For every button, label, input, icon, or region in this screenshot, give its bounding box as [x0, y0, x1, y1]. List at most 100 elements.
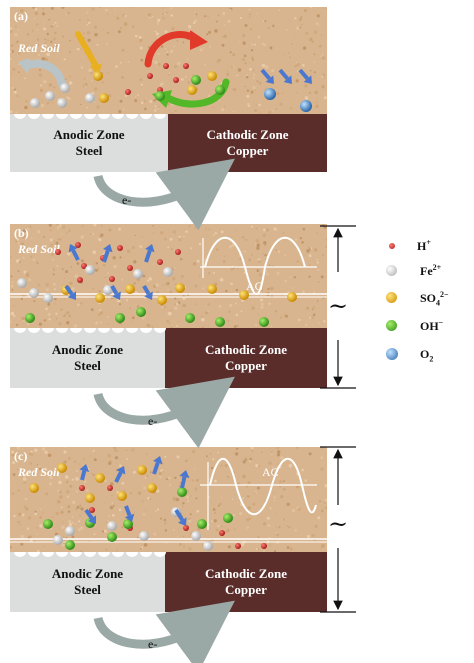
soil-grain [98, 235, 102, 239]
soil-grain [100, 224, 103, 227]
soil-grain [236, 74, 239, 77]
corrosion-pit [56, 552, 68, 557]
ac-label-b: AC [246, 279, 263, 293]
soil-grain [250, 447, 254, 450]
soil-grain [268, 27, 270, 29]
soil-grain [170, 7, 173, 10]
legend-o2-icon [386, 348, 398, 360]
soil-grain [243, 54, 247, 58]
soil-grain [213, 479, 217, 483]
soil-grain [201, 326, 205, 328]
soil-grain [230, 268, 233, 271]
soil-grain [39, 69, 41, 72]
soil-grain [162, 284, 164, 286]
soil-grain [207, 94, 211, 98]
soil-grain [51, 101, 54, 104]
soil-grain [103, 529, 107, 533]
soil-grain [39, 516, 42, 519]
corrosion-pit [98, 552, 110, 557]
soil-grain [37, 550, 40, 552]
ac-wave-c: AC [200, 457, 317, 530]
hydrogen-ion [125, 89, 131, 95]
soil-grain [121, 278, 124, 281]
soil-grain [36, 261, 39, 265]
soil-grain [302, 46, 307, 50]
soil-grain [22, 320, 25, 322]
soil-grain [73, 460, 77, 463]
soil-grain [305, 323, 308, 326]
soil-grain [315, 104, 319, 108]
soil-grain [88, 21, 91, 25]
soil-grain [138, 35, 142, 39]
soil-grain [313, 71, 316, 74]
soil-grain [242, 33, 246, 38]
soil-grain [235, 302, 237, 305]
corrosion-pit [42, 114, 54, 119]
soil-grain [242, 460, 246, 464]
soil-grain [231, 88, 233, 90]
soil-grain [11, 86, 14, 89]
soil-grain [239, 16, 242, 20]
soil-grain [284, 254, 286, 256]
soil-grain [131, 448, 135, 452]
soil-grain [174, 303, 177, 306]
soil-grain [298, 18, 302, 21]
soil-grain [35, 526, 38, 529]
soil-grain [263, 241, 267, 245]
soil-grain [34, 448, 38, 452]
soil-grain [311, 316, 314, 319]
soil-grain [137, 491, 142, 495]
soil-grain [43, 23, 45, 25]
soil-grain [54, 532, 59, 536]
soil-grain [212, 458, 215, 461]
soil-grain [251, 306, 255, 310]
legend-h-icon [389, 243, 395, 249]
soil-grain [254, 43, 256, 46]
soil-grain [110, 482, 114, 486]
soil-grain [98, 313, 101, 316]
corrosion-pit [28, 552, 40, 557]
ferrous-ion [139, 531, 149, 541]
soil-grain [56, 317, 58, 320]
soil-grain [301, 24, 303, 26]
soil-grain [53, 288, 56, 291]
soil-grain [23, 505, 26, 508]
hydrogen-ion [127, 265, 133, 271]
soil-grain [258, 465, 261, 468]
soil-grain [154, 30, 157, 33]
soil-grain [229, 8, 232, 12]
soil-grain [206, 455, 208, 458]
soil-grain [61, 7, 65, 9]
soil-grain [30, 255, 33, 258]
soil-texture-a [10, 7, 327, 114]
soil-grain [69, 281, 73, 285]
soil-grain [255, 464, 259, 468]
soil-grain [219, 278, 224, 282]
soil-grain [22, 229, 27, 233]
soil-grain [46, 52, 50, 57]
soil-grain [10, 29, 13, 33]
soil-grain [67, 252, 71, 256]
soil-grain [84, 82, 88, 86]
soil-grain [235, 288, 239, 292]
soil-grain [121, 482, 125, 485]
soil-grain [320, 275, 324, 279]
hydroxide-ion [185, 313, 195, 323]
cathodic-zone-material-b: Copper [225, 358, 267, 373]
soil-grain [27, 323, 29, 326]
soil-grain [71, 535, 75, 539]
soil-grain [278, 250, 280, 253]
soil-grain [48, 83, 52, 87]
sulfate-ion [147, 483, 157, 493]
soil-grain [270, 452, 273, 455]
soil-grain [268, 111, 272, 114]
soil-grain [194, 468, 196, 470]
soil-grain [56, 25, 59, 27]
soil-grain [49, 229, 52, 232]
soil-grain [230, 243, 235, 248]
soil-label-b: Red Soil [18, 242, 60, 256]
soil-grain [26, 33, 30, 36]
soil-grain [79, 504, 82, 507]
soil-grain [12, 473, 16, 476]
